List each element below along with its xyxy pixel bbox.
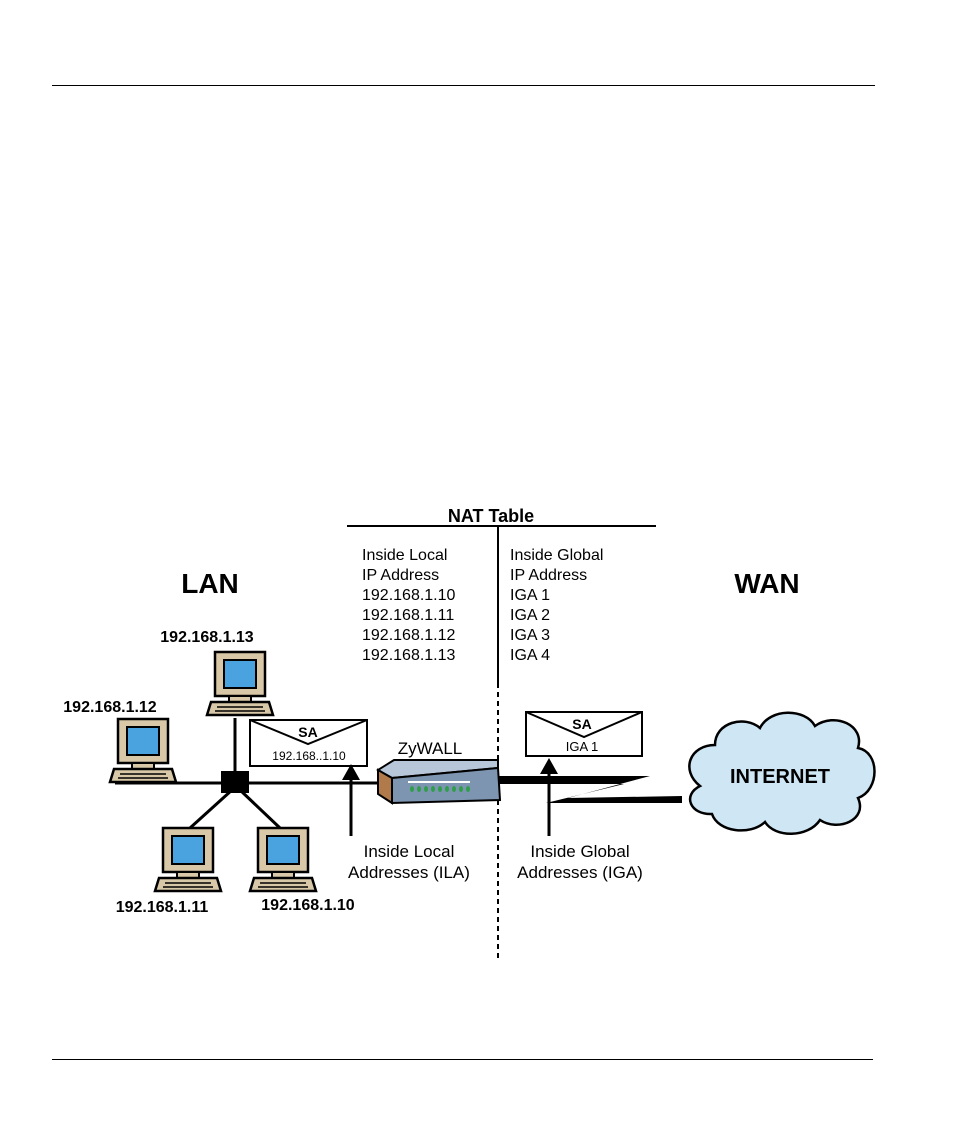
nat-global-cell: IGA 3 <box>510 627 550 644</box>
iga-caption: Addresses (IGA) <box>517 863 643 882</box>
nat-local-header: Inside Local <box>362 547 447 564</box>
packet-address: IGA 1 <box>566 739 599 754</box>
router-label: ZyWALL <box>398 739 463 758</box>
nat-global-cell: IGA 4 <box>510 647 550 664</box>
host-ip-label: 192.168.1.13 <box>160 629 254 646</box>
nat-table-title: NAT Table <box>448 506 534 526</box>
host-ip-label: 192.168.1.10 <box>261 897 355 914</box>
nat-local-column: Inside Local IP Address 192.168.1.10 192… <box>362 547 456 664</box>
lan-packet: SA 192.168..1.10 <box>250 720 367 766</box>
iga-arrow <box>540 758 558 836</box>
computer-icon <box>110 719 176 782</box>
ila-caption: Addresses (ILA) <box>348 863 470 882</box>
nat-global-column: Inside Global IP Address IGA 1 IGA 2 IGA… <box>510 547 603 664</box>
computer-icon <box>207 652 273 715</box>
wan-link <box>498 776 682 803</box>
packet-header: SA <box>572 716 591 732</box>
lan-hub <box>221 771 249 793</box>
internet-label: INTERNET <box>730 766 830 788</box>
wan-label: WAN <box>734 568 799 599</box>
router-icon <box>378 760 500 803</box>
nat-local-cell: 192.168.1.11 <box>362 607 454 624</box>
wan-packet: SA IGA 1 <box>526 712 642 756</box>
nat-local-cell: 192.168.1.12 <box>362 627 456 644</box>
computer-icon <box>155 828 221 891</box>
nat-global-header: IP Address <box>510 567 587 584</box>
host-ip-label: 192.168.1.12 <box>63 699 157 716</box>
nat-global-cell: IGA 1 <box>510 587 550 604</box>
ila-arrow <box>342 764 360 836</box>
nat-local-cell: 192.168.1.13 <box>362 647 456 664</box>
host-ip-label: 192.168.1.11 <box>116 899 209 916</box>
nat-global-header: Inside Global <box>510 547 603 564</box>
iga-caption: Inside Global <box>530 842 629 861</box>
nat-local-header: IP Address <box>362 567 439 584</box>
ila-caption: Inside Local <box>364 842 455 861</box>
packet-address: 192.168..1.10 <box>272 749 346 763</box>
computer-icon <box>250 828 316 891</box>
internet-cloud-icon: INTERNET <box>689 713 874 834</box>
lan-label: LAN <box>181 568 239 599</box>
nat-local-cell: 192.168.1.10 <box>362 587 456 604</box>
packet-header: SA <box>298 724 317 740</box>
nat-global-cell: IGA 2 <box>510 607 550 624</box>
